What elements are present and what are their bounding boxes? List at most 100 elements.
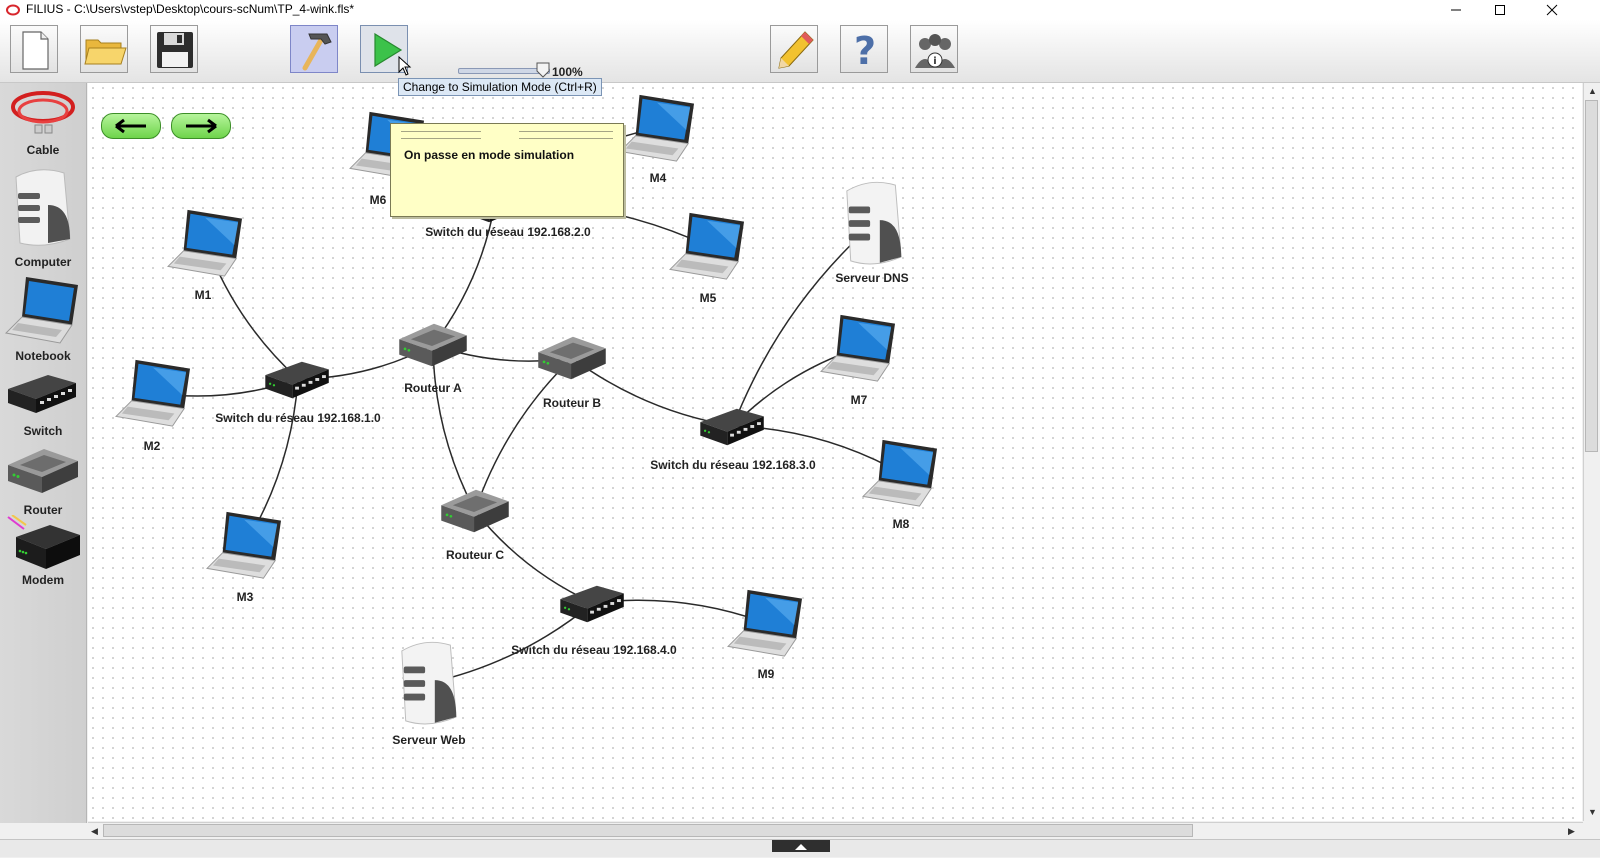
vertical-scroll-thumb[interactable] bbox=[1585, 100, 1598, 452]
palette-item-modem[interactable]: Modem bbox=[0, 515, 86, 595]
network-node-m8[interactable] bbox=[861, 436, 941, 510]
scroll-down-icon[interactable]: ▼ bbox=[1588, 807, 1597, 817]
node-label-m3: M3 bbox=[236, 590, 254, 604]
close-button[interactable] bbox=[1530, 0, 1574, 20]
palette-item-notebook[interactable]: Notebook bbox=[0, 273, 86, 363]
node-label-ra: Routeur A bbox=[404, 381, 462, 395]
switch-icon bbox=[560, 585, 624, 623]
note-grip bbox=[401, 131, 481, 139]
notebook-icon bbox=[4, 277, 78, 344]
network-node-m9[interactable] bbox=[726, 586, 806, 660]
toolbar: 100% ? i bbox=[0, 20, 1600, 83]
notebook-icon bbox=[115, 359, 191, 427]
palette-item-router[interactable]: Router bbox=[0, 443, 86, 519]
mouse-cursor-icon bbox=[398, 56, 412, 76]
network-node-m5[interactable] bbox=[668, 209, 748, 283]
network-node-m2[interactable] bbox=[114, 356, 194, 430]
network-node-sw1[interactable] bbox=[263, 354, 333, 404]
router-icon bbox=[8, 449, 78, 493]
zoom-level: 100% bbox=[552, 65, 583, 79]
network-node-sw3[interactable] bbox=[698, 401, 768, 451]
palette-label: Notebook bbox=[15, 349, 71, 363]
minimize-icon bbox=[1451, 9, 1461, 11]
scroll-left-icon[interactable]: ◀ bbox=[91, 826, 98, 836]
node-label-m1: M1 bbox=[194, 288, 212, 302]
note-box[interactable]: On passe en mode simulation bbox=[390, 123, 624, 217]
new-file-icon bbox=[22, 31, 49, 70]
question-mark-icon: ? bbox=[854, 29, 876, 73]
node-label-web: Serveur Web bbox=[392, 733, 466, 747]
notebook-icon bbox=[669, 212, 745, 280]
maximize-button[interactable] bbox=[1478, 0, 1522, 20]
hammer-icon bbox=[302, 33, 332, 71]
network-node-rb[interactable] bbox=[534, 331, 610, 385]
save-file-button[interactable] bbox=[150, 25, 198, 73]
design-mode-button[interactable] bbox=[290, 25, 338, 73]
network-node-m1[interactable] bbox=[166, 206, 246, 280]
computer-icon bbox=[401, 641, 457, 725]
switch-icon bbox=[700, 408, 764, 446]
network-node-ra[interactable] bbox=[395, 318, 471, 372]
maximize-icon bbox=[1495, 5, 1505, 15]
cable-link-ra-rc[interactable] bbox=[432, 344, 476, 512]
redo-arrow-button[interactable] bbox=[171, 113, 231, 139]
component-palette: Cable Computer Notebook Switch bbox=[0, 83, 87, 823]
horizontal-scroll-thumb[interactable] bbox=[103, 824, 1193, 837]
modem-icon bbox=[7, 515, 80, 569]
note-text: On passe en mode simulation bbox=[404, 148, 575, 162]
node-label-m4: M4 bbox=[649, 171, 667, 185]
node-label-m6: M6 bbox=[369, 193, 387, 207]
palette-item-computer[interactable]: Computer bbox=[0, 165, 86, 269]
title-bar: FILIUS - C:\Users\vstep\Desktop\cours-sc… bbox=[0, 0, 1600, 20]
network-node-m3[interactable] bbox=[205, 508, 285, 582]
edit-button[interactable] bbox=[770, 25, 818, 73]
node-label-sw4: Switch du réseau 192.168.4.0 bbox=[511, 643, 677, 657]
tooltip: Change to Simulation Mode (Ctrl+R) bbox=[398, 78, 602, 96]
palette-label: Modem bbox=[22, 573, 64, 587]
notebook-icon bbox=[727, 589, 803, 657]
filius-app-icon bbox=[6, 4, 20, 16]
network-node-m4[interactable] bbox=[618, 91, 698, 165]
undo-arrow-button[interactable] bbox=[101, 113, 161, 139]
window-title: FILIUS - C:\Users\vstep\Desktop\cours-sc… bbox=[26, 2, 355, 16]
scroll-right-icon[interactable]: ▶ bbox=[1568, 826, 1575, 836]
svg-text:?: ? bbox=[854, 29, 876, 73]
palette-label: Router bbox=[23, 503, 63, 517]
computer-icon bbox=[15, 169, 71, 246]
notebook-icon bbox=[619, 94, 695, 162]
notebook-icon bbox=[820, 314, 896, 382]
palette-item-cable[interactable]: Cable bbox=[0, 83, 86, 158]
palette-label: Computer bbox=[14, 255, 72, 269]
zoom-slider-thumb[interactable] bbox=[536, 62, 550, 78]
open-file-button[interactable] bbox=[80, 25, 128, 73]
palette-item-switch[interactable]: Switch bbox=[0, 367, 86, 439]
new-file-button[interactable] bbox=[10, 25, 58, 73]
node-label-m8: M8 bbox=[892, 517, 910, 531]
router-icon bbox=[538, 336, 606, 380]
switch-icon bbox=[8, 375, 76, 413]
switch-icon bbox=[265, 361, 329, 399]
scroll-up-icon[interactable]: ▲ bbox=[1588, 86, 1597, 96]
network-node-rc[interactable] bbox=[437, 484, 513, 538]
node-label-sw2: Switch du réseau 192.168.2.0 bbox=[425, 225, 591, 239]
node-label-m7: M7 bbox=[850, 393, 868, 407]
note-grip bbox=[519, 131, 613, 139]
network-node-m7[interactable] bbox=[819, 311, 899, 385]
users-info-icon: i bbox=[915, 34, 955, 68]
node-label-m5: M5 bbox=[699, 291, 717, 305]
expand-panel-button[interactable] bbox=[772, 840, 830, 852]
node-label-m2: M2 bbox=[143, 439, 161, 453]
network-node-web[interactable] bbox=[396, 637, 462, 729]
about-button[interactable]: i bbox=[910, 25, 958, 73]
computer-icon bbox=[846, 181, 902, 265]
network-node-sw4[interactable] bbox=[558, 578, 628, 628]
network-links bbox=[153, 127, 902, 684]
node-label-sw3: Switch du réseau 192.168.3.0 bbox=[650, 458, 816, 472]
node-label-dns: Serveur DNS bbox=[835, 271, 909, 285]
network-node-dns[interactable] bbox=[841, 177, 907, 269]
arrow-right-icon bbox=[186, 118, 217, 134]
help-button[interactable]: ? bbox=[840, 25, 888, 73]
router-icon bbox=[441, 489, 509, 533]
minimize-button[interactable] bbox=[1434, 0, 1478, 20]
